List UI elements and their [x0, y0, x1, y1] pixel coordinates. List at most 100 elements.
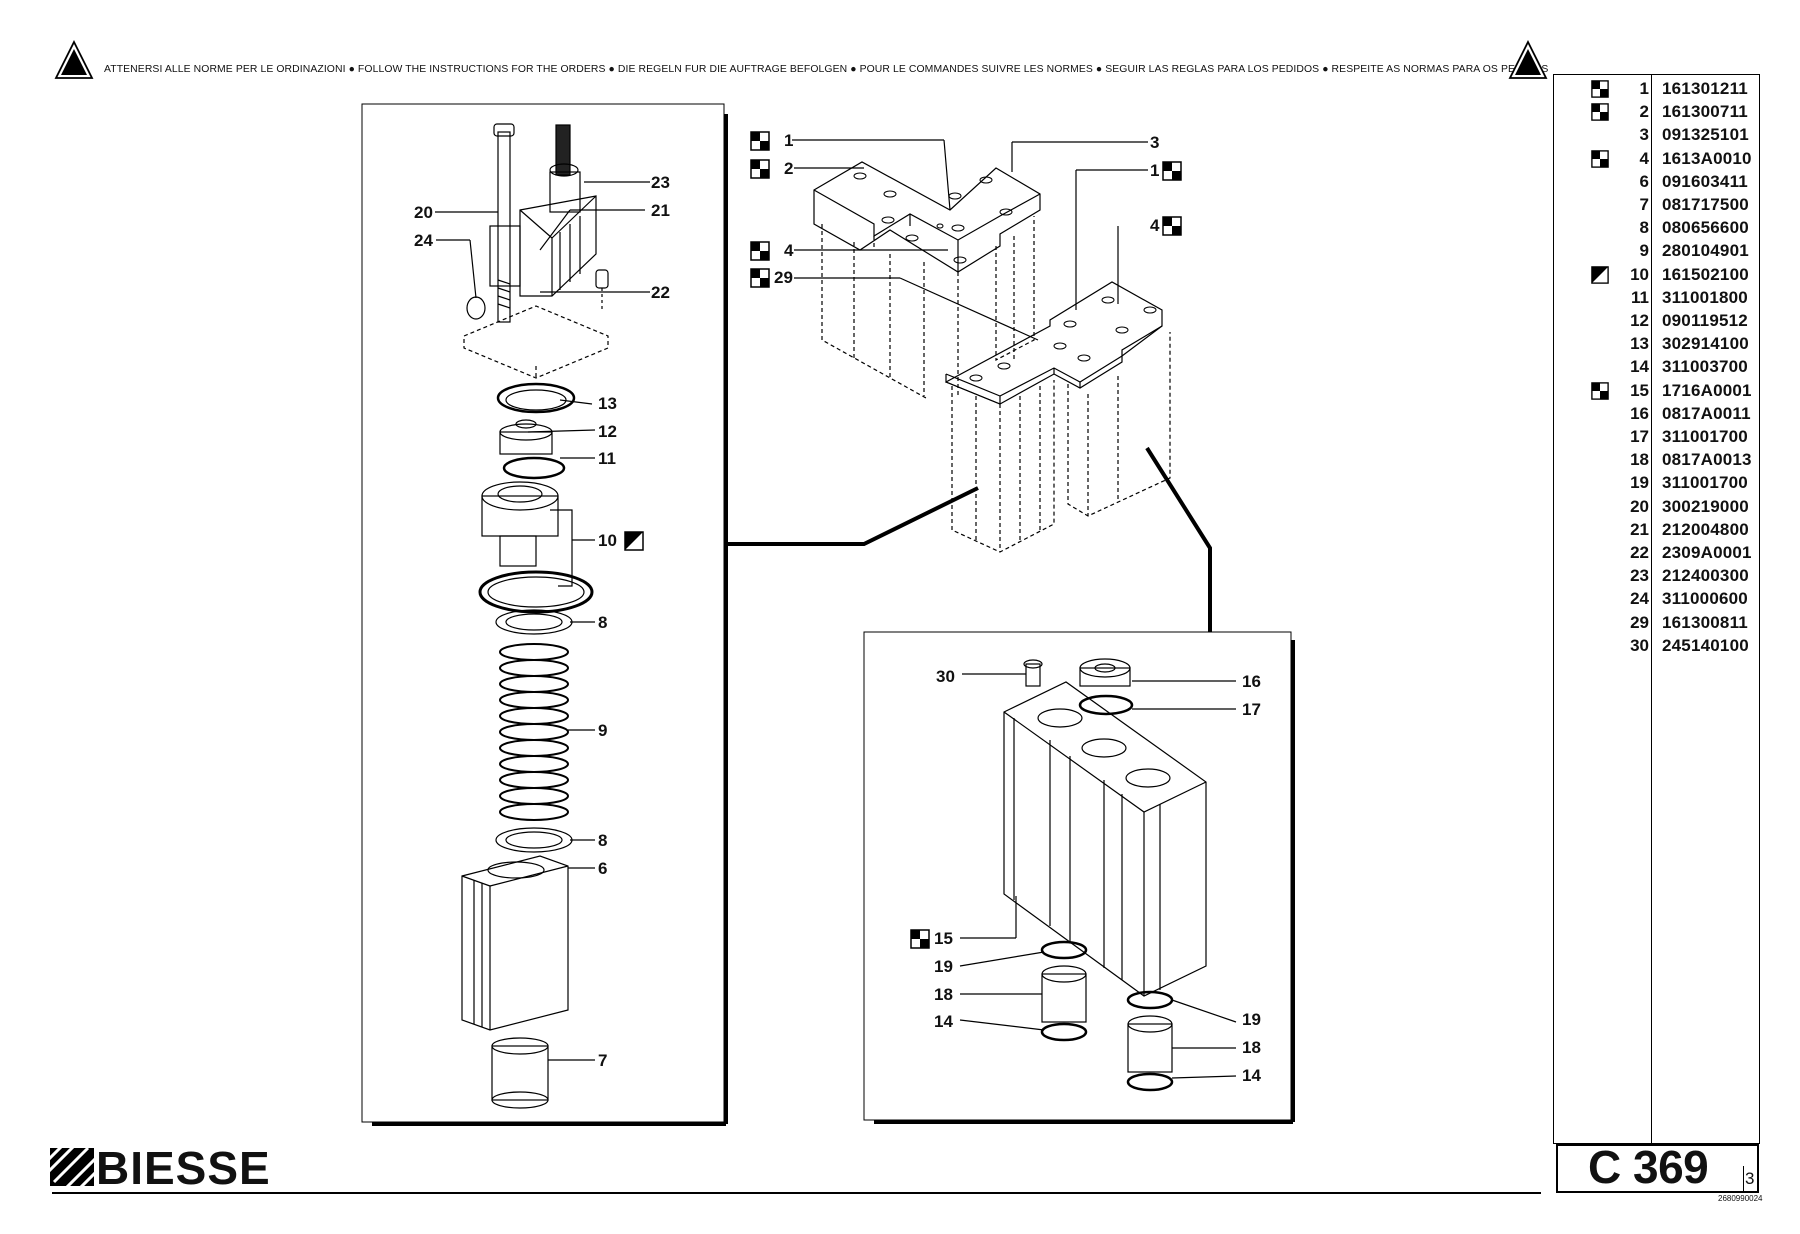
order-instructions-text: ATTENERSI ALLE NORME PER LE ORDINAZIONI … — [104, 64, 1549, 75]
callout-7: 7 — [598, 1051, 608, 1070]
part-code: 091325101 — [1662, 125, 1749, 145]
part-code: 0817A0011 — [1662, 403, 1751, 423]
parts-list-row: 7 081717500 — [1554, 193, 1761, 216]
part-number: 19 — [1630, 473, 1649, 493]
callout-30: 30 — [936, 667, 955, 686]
callout-1b: 1 — [1150, 161, 1160, 180]
part-code: 311001700 — [1662, 427, 1748, 446]
callout-2: 2 — [784, 159, 794, 178]
half-filled-square-icon — [1591, 265, 1609, 284]
part-code: 311003700 — [1662, 357, 1748, 377]
part-code: 081717500 — [1662, 195, 1749, 214]
part-code: 311001800 — [1662, 287, 1748, 307]
part-number: 17 — [1630, 427, 1649, 446]
part-number: 8 — [1639, 218, 1649, 238]
exploded-parts-drawing — [361, 103, 1295, 1126]
checker-square-icon — [750, 268, 770, 288]
callout-8: 8 — [598, 613, 608, 632]
parts-list-row: 8 080656600 — [1554, 216, 1761, 239]
part-code: 302914100 — [1662, 334, 1749, 354]
callout-10: 10 — [598, 531, 617, 550]
part-code: 1613A0010 — [1662, 148, 1752, 168]
footer-rule — [52, 1192, 1541, 1194]
part-code: 080656600 — [1662, 218, 1749, 238]
part-number: 18 — [1630, 450, 1649, 470]
part-number: 14 — [1630, 357, 1649, 377]
parts-table-divider — [1651, 74, 1652, 1144]
part-code: 212004800 — [1662, 519, 1749, 539]
callout-14b: 14 — [1242, 1066, 1261, 1085]
brand-name: BIESSE — [96, 1142, 271, 1194]
callout-11: 11 — [598, 449, 616, 468]
checker-square-icon — [1591, 103, 1609, 121]
part-code: 091603411 — [1662, 171, 1748, 191]
checker-square-icon — [750, 131, 770, 151]
part-code: 161301211 — [1662, 79, 1748, 98]
part-number: 24 — [1630, 589, 1649, 609]
part-code: 311001700 — [1662, 473, 1748, 493]
callout-9: 9 — [598, 721, 608, 740]
parts-list-row: 13 302914100 — [1554, 332, 1761, 355]
checker-square-icon — [1162, 216, 1182, 236]
checker-square-icon — [1162, 161, 1182, 181]
parts-list-row: 6 091603411 — [1554, 170, 1761, 193]
sheet-number-box — [1743, 1166, 1761, 1193]
checker-square-icon — [1591, 381, 1609, 400]
checker-square-icon — [910, 929, 930, 949]
part-code: 245140100 — [1662, 635, 1749, 655]
sheet-number: 3 — [1745, 1169, 1755, 1188]
part-number: 20 — [1630, 496, 1649, 516]
callout-19b: 19 — [1242, 1010, 1261, 1029]
page-code-box — [1556, 1144, 1759, 1193]
warning-triangle-icon — [1508, 40, 1548, 79]
callout-29: 29 — [774, 268, 793, 287]
half-filled-square-icon — [624, 531, 644, 551]
callout-3: 3 — [1150, 133, 1160, 152]
parts-list-row: 19 311001700 — [1554, 471, 1761, 494]
callout-12: 12 — [598, 422, 617, 441]
part-number: 6 — [1639, 171, 1649, 191]
part-code: 161300811 — [1662, 612, 1748, 632]
callout-6: 6 — [598, 859, 608, 878]
callout-1: 1 — [784, 131, 794, 150]
callout-4: 4 — [784, 241, 794, 260]
callout-8b: 8 — [598, 831, 608, 850]
part-number: 23 — [1630, 566, 1649, 586]
callout-24: 24 — [414, 231, 433, 250]
parts-list-row: 17 311001700 — [1554, 425, 1761, 448]
parts-list-row: 20 300219000 — [1554, 495, 1761, 518]
callout-20: 20 — [414, 203, 433, 222]
part-code: 300219000 — [1662, 496, 1749, 516]
part-code: 212400300 — [1662, 566, 1749, 586]
part-code: 090119512 — [1662, 311, 1748, 330]
callout-13: 13 — [598, 394, 617, 413]
parts-list-row: 30 245140100 — [1554, 634, 1761, 657]
part-number: 10 — [1630, 264, 1649, 284]
part-number: 7 — [1639, 195, 1649, 214]
warning-triangle-icon — [54, 40, 94, 79]
part-number: 16 — [1630, 403, 1649, 423]
callout-16: 16 — [1242, 672, 1261, 691]
parts-list-row: 23 212400300 — [1554, 564, 1761, 587]
callout-18: 18 — [934, 985, 953, 1004]
part-number: 30 — [1630, 635, 1649, 655]
part-number: 13 — [1630, 334, 1649, 354]
callout-23: 23 — [651, 173, 670, 192]
callout-14: 14 — [934, 1012, 953, 1031]
part-code: 161300711 — [1662, 102, 1748, 122]
callout-4b: 4 — [1150, 216, 1160, 235]
callout-19: 19 — [934, 957, 953, 976]
checker-square-icon — [750, 159, 770, 179]
